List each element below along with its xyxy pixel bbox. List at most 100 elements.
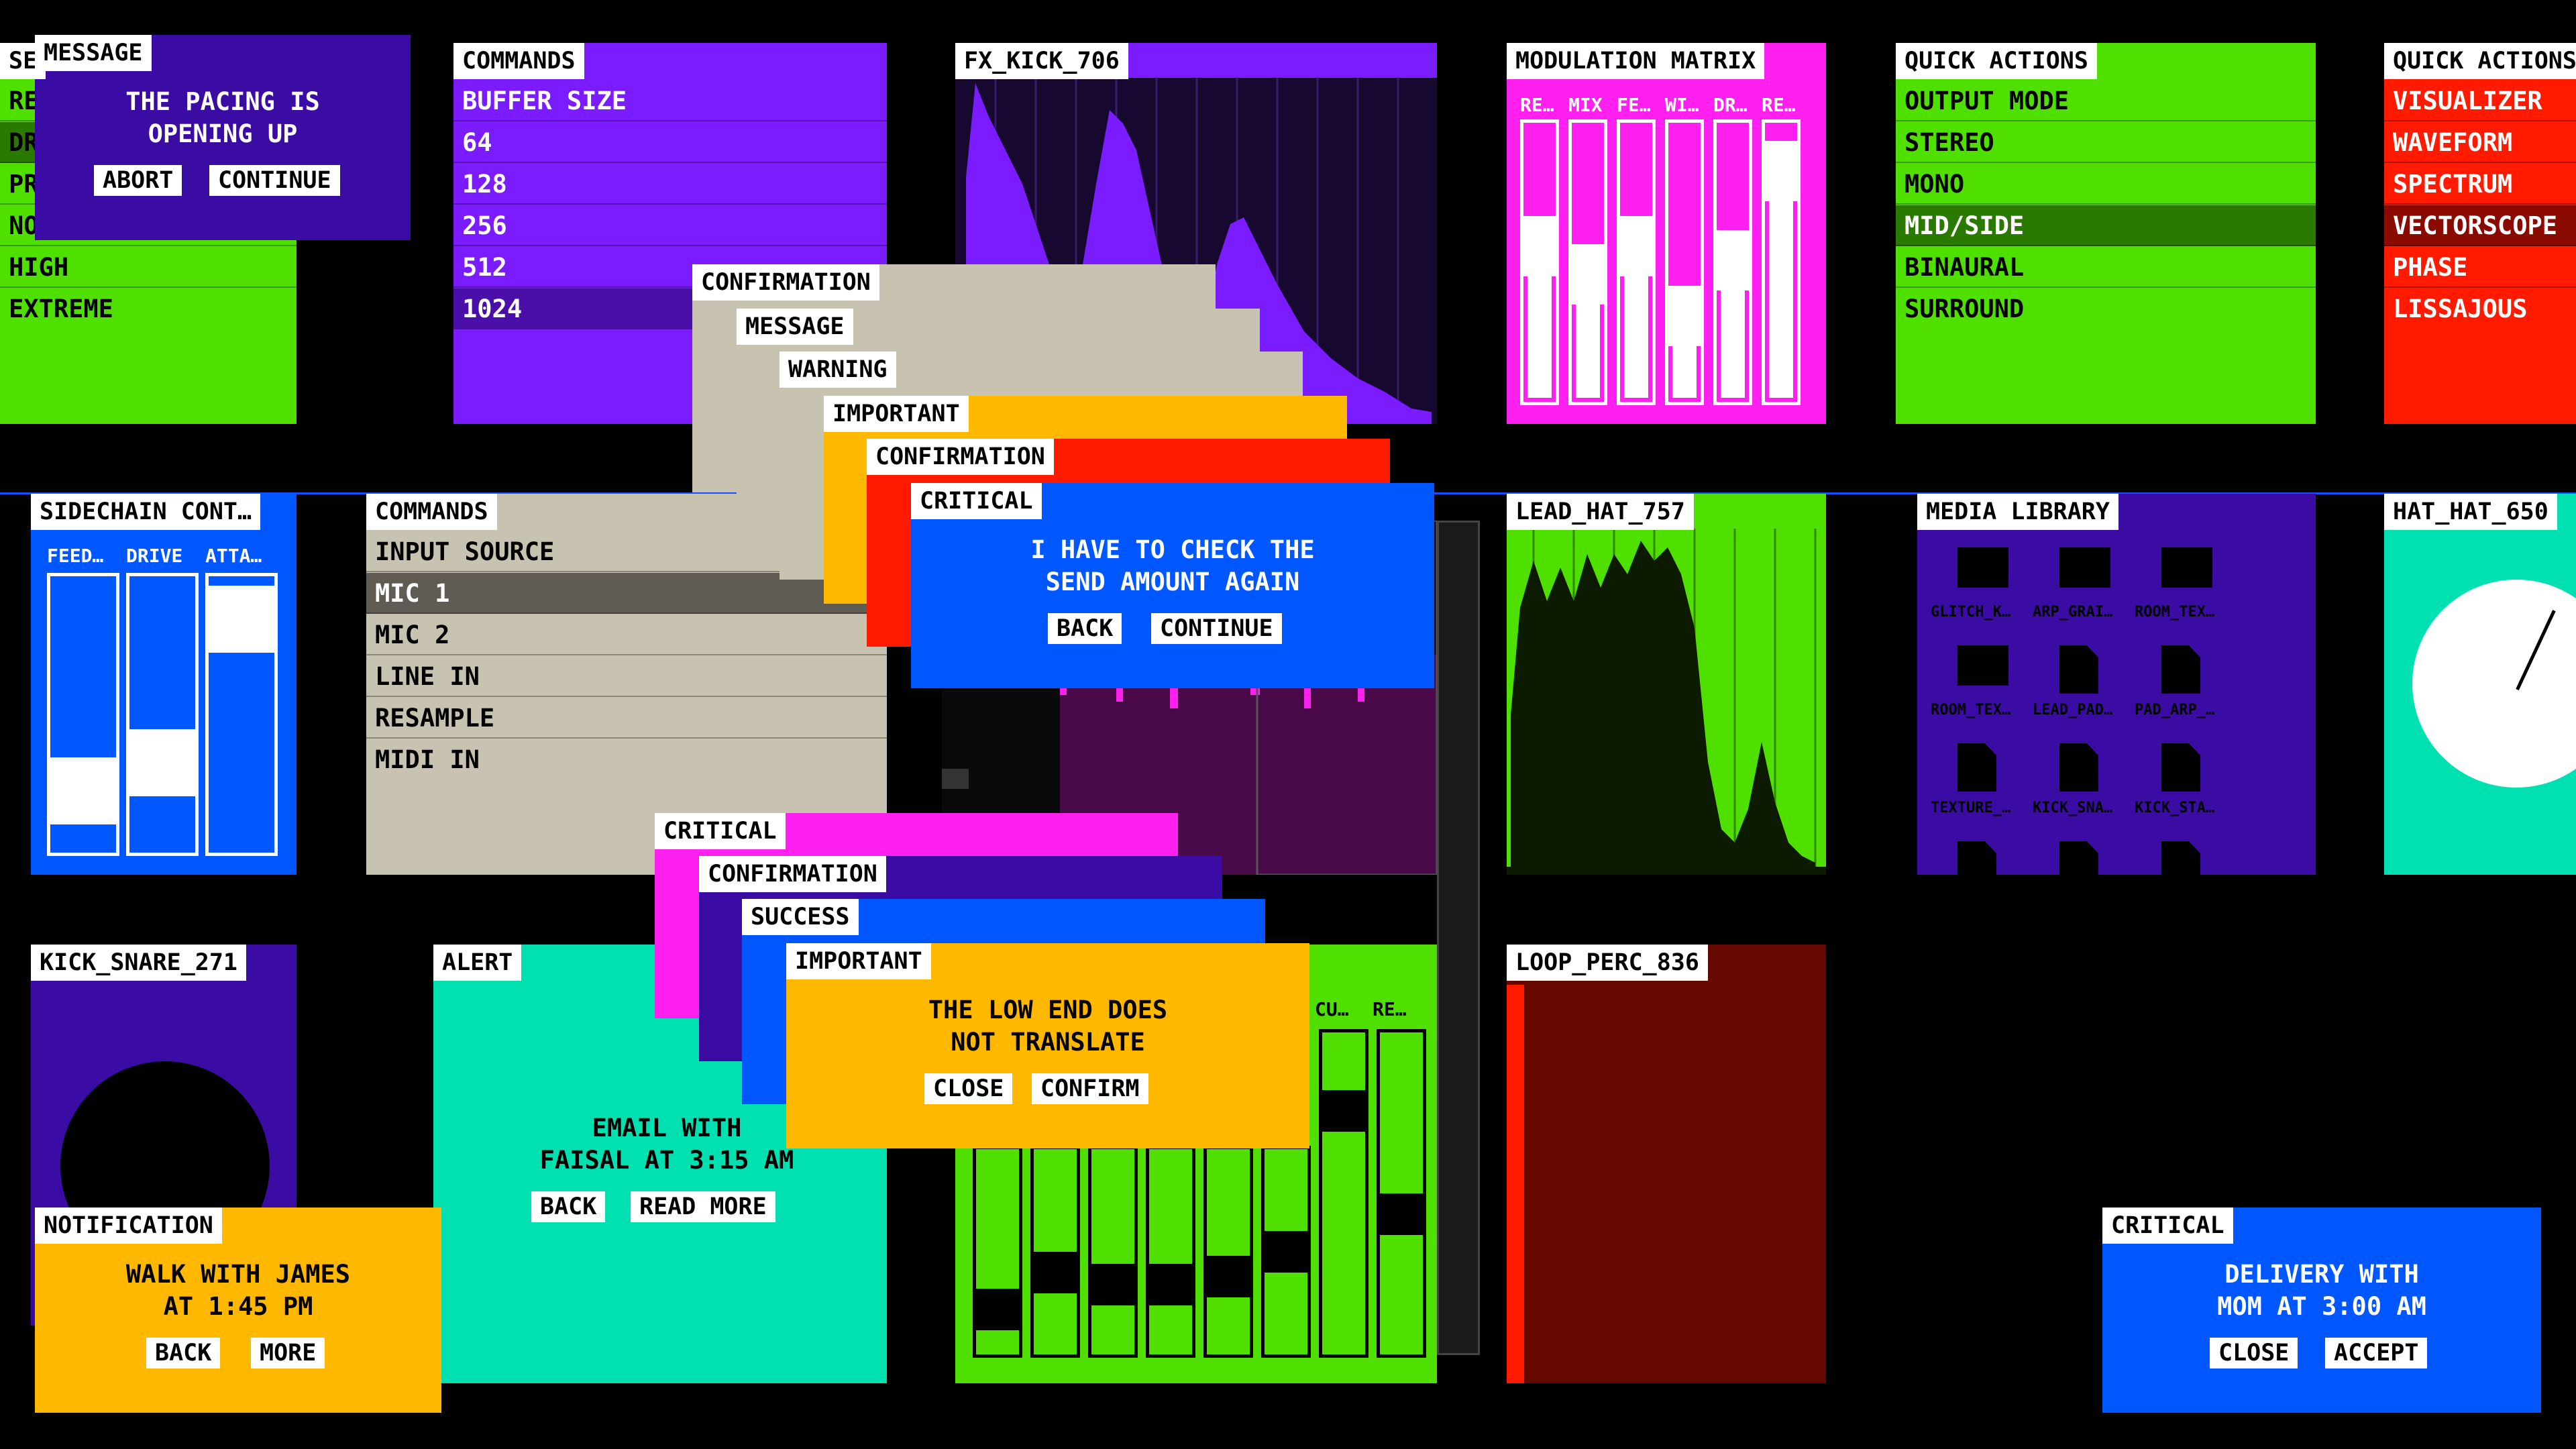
slider-handle[interactable] (1668, 286, 1701, 346)
list-item[interactable]: SURROUND (1904, 294, 2025, 323)
level-meter[interactable] (1088, 1146, 1138, 1358)
slider-handle[interactable] (1523, 216, 1556, 276)
meter-fill (976, 1215, 1019, 1354)
level-meter[interactable] (1030, 1146, 1080, 1358)
level-meter[interactable] (1146, 1146, 1195, 1358)
level-meter[interactable] (1203, 1146, 1253, 1358)
window-media-library-tab[interactable]: MEDIA LIBRARY (1917, 494, 2118, 530)
meter-handle[interactable] (1149, 1264, 1192, 1305)
list-item[interactable]: INPUT SOURCE (366, 531, 887, 572)
mod-slider[interactable] (1568, 119, 1607, 405)
meter-handle[interactable] (1380, 1193, 1423, 1235)
mod-slider[interactable] (1713, 119, 1752, 405)
slider-handle[interactable] (1717, 230, 1749, 290)
audio-file-icon[interactable] (2059, 645, 2098, 694)
slider-handle[interactable] (50, 757, 116, 824)
abort-button[interactable]: ABORT (94, 165, 182, 196)
list-item[interactable]: OUTPUT MODE (1896, 80, 2316, 121)
meter-handle[interactable] (1034, 1252, 1077, 1293)
folder-icon[interactable] (2161, 547, 2212, 588)
list-item[interactable]: PHASE (2384, 247, 2576, 288)
window-commands-tab[interactable]: COMMANDS (366, 494, 497, 530)
level-meter[interactable] (1377, 1029, 1426, 1358)
sidechain-slider[interactable] (126, 573, 199, 856)
list-item[interactable]: BINAURAL (1896, 247, 2316, 288)
level-meter[interactable] (973, 1146, 1022, 1358)
back-button[interactable]: BACK (1048, 613, 1122, 644)
mod-slider[interactable] (1665, 119, 1704, 405)
audio-file-icon[interactable] (2059, 841, 2098, 875)
meter-handle[interactable] (1265, 1231, 1307, 1273)
list-item[interactable]: BUFFER SIZE (453, 80, 887, 121)
level-meter[interactable] (1261, 1146, 1311, 1358)
audio-file-icon[interactable] (1957, 743, 1996, 792)
window-sidechain-tab[interactable]: SIDECHAIN CONT… (31, 494, 261, 530)
folder-icon[interactable] (1957, 547, 2008, 588)
list-item[interactable]: MIC 1 (366, 573, 887, 614)
meter-handle[interactable] (1207, 1256, 1250, 1297)
slider-handle[interactable] (209, 586, 274, 653)
list-item[interactable]: MIDI IN (375, 745, 480, 774)
list-item[interactable]: VISUALIZER (2384, 80, 2576, 121)
list-item[interactable]: EXTREME (9, 294, 113, 323)
slider-label: DR… (1713, 94, 1748, 116)
audio-file-icon[interactable] (2161, 743, 2200, 792)
list-item[interactable]: VECTORSCOPE (2384, 205, 2576, 246)
list-item[interactable]: MIC 2 (366, 614, 887, 655)
audio-file-icon[interactable] (2161, 645, 2200, 694)
list-item[interactable]: LISSAJOUS (2393, 294, 2528, 323)
slider-handle[interactable] (1620, 216, 1652, 276)
more-button[interactable]: MORE (251, 1338, 325, 1368)
mod-slider[interactable] (1617, 119, 1656, 405)
audio-file-icon[interactable] (1957, 841, 1996, 875)
meter-handle[interactable] (976, 1289, 1019, 1330)
audio-file-icon[interactable] (2161, 841, 2200, 875)
read-more-button[interactable]: READ MORE (631, 1191, 775, 1222)
list-item[interactable]: 64 (453, 122, 887, 163)
window-quick-actions-tab[interactable]: QUICK ACTIONS (2384, 43, 2576, 79)
confirm-button[interactable]: CONFIRM (1032, 1073, 1148, 1104)
level-meter[interactable] (1319, 1029, 1368, 1358)
continue-button[interactable]: CONTINUE (209, 165, 340, 196)
slider-handle[interactable] (129, 729, 195, 796)
back-button[interactable]: BACK (531, 1191, 606, 1222)
folder-icon[interactable] (2059, 547, 2110, 588)
window-hat-hat-tab[interactable]: HAT_HAT_650 (2384, 494, 2557, 530)
continue-button[interactable]: CONTINUE (1151, 613, 1282, 644)
list-item[interactable]: MID/SIDE (1896, 205, 2316, 246)
window-loop-perc-tab[interactable]: LOOP_PERC_836 (1507, 945, 1708, 981)
slider-label: RE… (1762, 94, 1796, 116)
list-item[interactable]: STEREO (1896, 122, 2316, 163)
list-item[interactable]: LINE IN (366, 656, 887, 697)
list-item[interactable]: 128 (453, 164, 887, 205)
list-item[interactable]: WAVEFORM (2384, 122, 2576, 163)
mod-slider[interactable] (1520, 119, 1559, 405)
mod-slider[interactable] (1762, 119, 1801, 405)
window-modulation-matrix-tab[interactable]: MODULATION MATRIX (1507, 43, 1765, 79)
window-fx-kick-tab[interactable]: FX_KICK_706 (955, 43, 1128, 79)
audio-file-icon[interactable] (2059, 743, 2098, 792)
close-button[interactable]: CLOSE (2210, 1338, 2298, 1368)
window-quick-actions-tab[interactable]: QUICK ACTIONS (1896, 43, 2097, 79)
list-item[interactable]: RESAMPLE (366, 698, 887, 739)
list-item[interactable]: HIGH (0, 247, 297, 288)
slider-handle[interactable] (1765, 141, 1797, 201)
back-button[interactable]: BACK (146, 1338, 221, 1368)
list-item[interactable]: 256 (453, 205, 887, 246)
close-button[interactable]: CLOSE (924, 1073, 1013, 1104)
list-item[interactable]: SPECTRUM (2384, 164, 2576, 205)
sidechain-slider[interactable] (205, 573, 278, 856)
knob[interactable] (2412, 580, 2576, 788)
list-item[interactable]: NO (0, 205, 297, 246)
slider-handle[interactable] (1572, 244, 1604, 305)
window-lead-hat-tab[interactable]: LEAD_HAT_757 (1507, 494, 1694, 530)
accept-button[interactable]: ACCEPT (2325, 1338, 2428, 1368)
list-item[interactable]: MONO (1896, 164, 2316, 205)
window-kick-snare-tab[interactable]: KICK_SNARE_271 (31, 945, 247, 981)
list-item[interactable]: 512 (453, 247, 887, 288)
window-commands-tab[interactable]: COMMANDS (453, 43, 584, 79)
folder-icon[interactable] (1957, 645, 2008, 686)
meter-handle[interactable] (1322, 1090, 1365, 1132)
meter-handle[interactable] (1091, 1264, 1134, 1305)
sidechain-slider[interactable] (47, 573, 119, 856)
